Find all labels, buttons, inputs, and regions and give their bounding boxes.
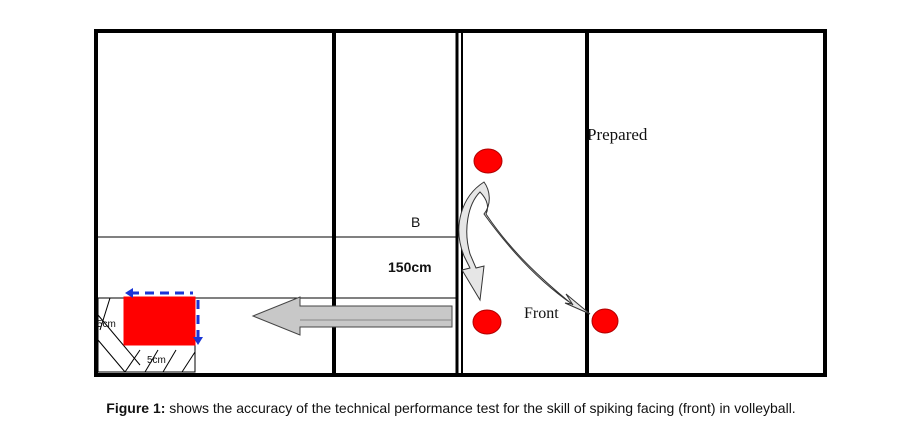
label-b: B bbox=[411, 214, 420, 230]
spike-direction-arrow bbox=[251, 296, 453, 336]
label-front: Front bbox=[524, 305, 559, 322]
caption-lead: Figure 1: bbox=[106, 400, 166, 416]
target-top-arrowhead bbox=[125, 288, 133, 298]
ball-top bbox=[473, 148, 503, 174]
court-diagram: Prepared Front B 150cm 5cm 5cm bbox=[94, 29, 827, 377]
approach-path bbox=[458, 181, 591, 315]
target-box bbox=[123, 296, 196, 346]
label-target-bottom: 5cm bbox=[147, 355, 166, 366]
target-side-arrowhead bbox=[193, 337, 203, 345]
ball-front-left bbox=[472, 309, 502, 335]
figure-caption: Figure 1: shows the accuracy of the tech… bbox=[0, 400, 902, 416]
net bbox=[455, 31, 463, 375]
target-area bbox=[97, 288, 203, 373]
label-target-side: 5cm bbox=[97, 319, 116, 330]
caption-text: shows the accuracy of the technical perf… bbox=[165, 400, 796, 416]
court-boundary bbox=[94, 29, 827, 377]
ball-front-right bbox=[591, 308, 619, 334]
label-prepared: Prepared bbox=[587, 125, 648, 144]
label-distance: 150cm bbox=[388, 259, 432, 275]
